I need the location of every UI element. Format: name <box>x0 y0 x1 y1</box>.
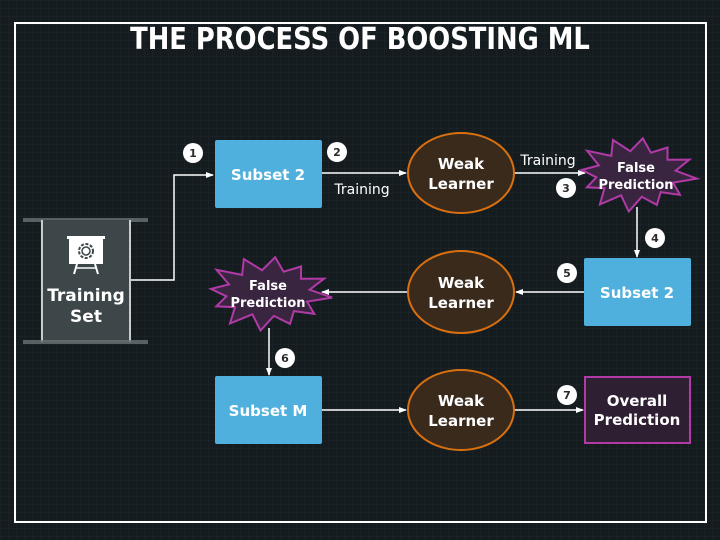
edge-label-training-2: Training <box>519 153 575 169</box>
step-badge-5: 5 <box>557 263 577 283</box>
slide-title: THE PROCESS OF BOOSTING ML <box>130 22 590 57</box>
weak-learner-mid-node[interactable]: Weak Learner <box>407 250 515 334</box>
subset-mid-node[interactable]: Subset 2 <box>584 258 691 326</box>
presentation-gear-icon <box>67 236 105 275</box>
slide-frame <box>14 22 707 523</box>
false-mid-line2: Prediction <box>230 296 305 311</box>
learner-top-line1: Weak <box>438 155 485 173</box>
svg-text:1: 1 <box>189 147 197 160</box>
step-badge-6: 6 <box>275 348 295 368</box>
false-mid-line1: False <box>249 279 287 294</box>
overall-line1: Overall <box>607 392 668 410</box>
learner-bottom-line2: Learner <box>428 412 494 430</box>
weak-learner-bottom-node[interactable]: Weak Learner <box>407 369 515 451</box>
svg-text:7: 7 <box>563 389 571 402</box>
subset-top-node[interactable]: Subset 2 <box>215 140 322 208</box>
learner-top-line2: Learner <box>428 175 494 193</box>
subset-top-label: Subset 2 <box>231 166 305 184</box>
connector-training-set-to-subset <box>131 172 214 281</box>
subset-bottom-node[interactable]: Subset M <box>215 376 322 444</box>
step-badge-4: 4 <box>645 228 665 248</box>
training-set-label-line1: Training <box>47 286 125 306</box>
false-top-line1: False <box>617 161 655 176</box>
svg-text:5: 5 <box>563 267 571 280</box>
subset-mid-label: Subset 2 <box>600 284 674 302</box>
learner-bottom-line1: Weak <box>438 392 485 410</box>
overall-line2: Prediction <box>594 411 681 429</box>
card-right-rail <box>129 220 131 342</box>
training-set-label-line2: Set <box>70 307 102 327</box>
false-top-line2: Prediction <box>598 178 673 193</box>
false-prediction-top-node[interactable]: False Prediction <box>579 136 701 214</box>
learner-mid-line2: Learner <box>428 294 494 312</box>
learner-mid-line1: Weak <box>438 274 485 292</box>
svg-text:6: 6 <box>281 352 289 365</box>
false-prediction-mid-node[interactable]: False Prediction <box>208 255 333 333</box>
weak-learner-top-node[interactable]: Weak Learner <box>407 132 515 214</box>
edge-label-training-1: Training <box>333 182 389 198</box>
svg-text:4: 4 <box>651 232 659 245</box>
overall-prediction-node[interactable]: Overall Prediction <box>584 376 691 444</box>
card-left-rail <box>41 220 43 342</box>
step-badge-3: 3 <box>556 178 576 198</box>
svg-text:2: 2 <box>333 146 341 159</box>
svg-text:3: 3 <box>562 182 570 195</box>
step-badge-2: 2 <box>327 142 347 162</box>
card-bottom-bar <box>23 340 148 344</box>
step-badge-1: 1 <box>183 143 203 163</box>
training-set-card[interactable]: Training Set <box>23 218 148 344</box>
step-badge-7: 7 <box>557 385 577 405</box>
subset-bottom-label: Subset M <box>229 402 308 420</box>
